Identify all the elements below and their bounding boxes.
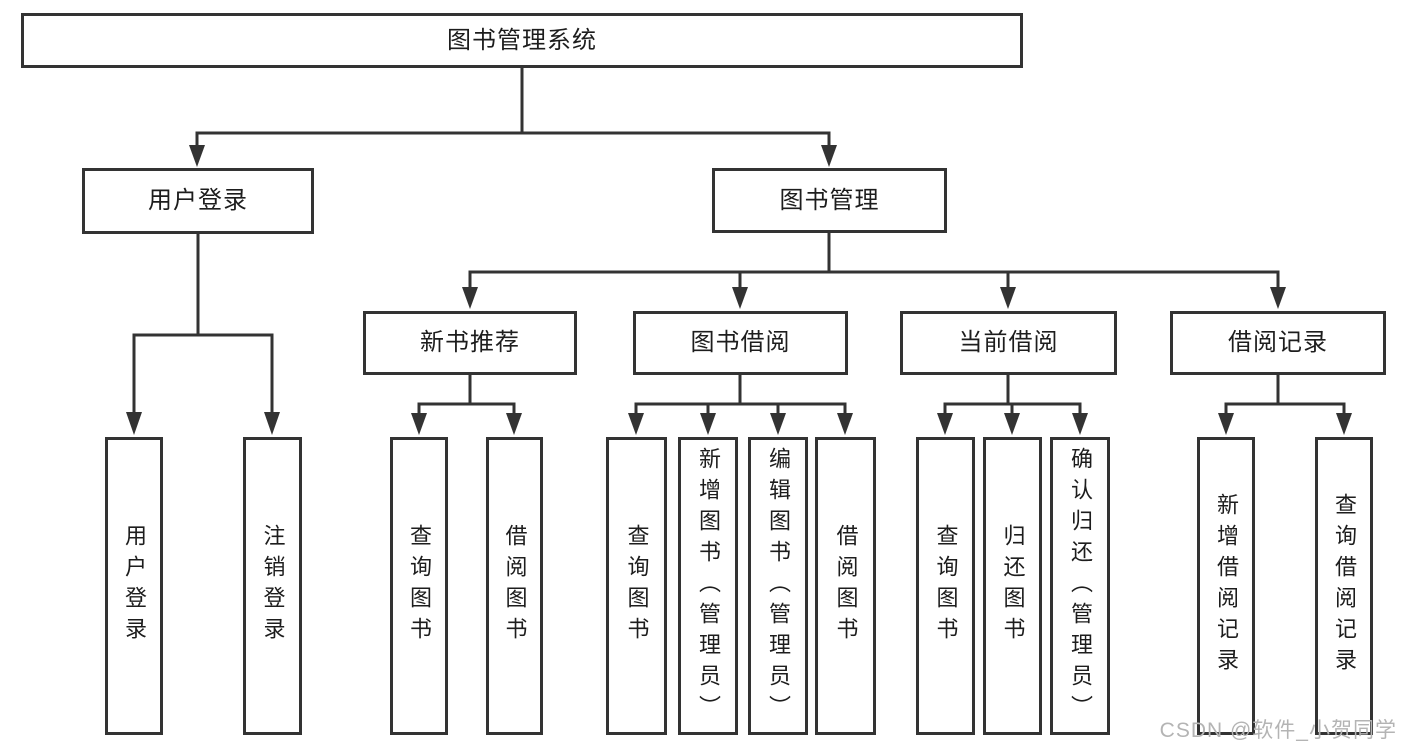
leaf-query-borrow-record: 查询借阅记录	[1315, 437, 1373, 735]
node-user-login: 用户登录	[82, 168, 314, 234]
leaf-query-books-current: 查询图书	[916, 437, 975, 735]
csdn-watermark: CSDN @软件_小贺同学	[1159, 719, 1397, 742]
leaf-edit-books-admin: 编辑图书（管理员）	[748, 437, 808, 735]
leaf-return-books: 归还图书	[983, 437, 1042, 735]
leaf-query-books-borrowing: 查询图书	[606, 437, 667, 735]
leaf-borrow-books-recommend: 借阅图书	[486, 437, 543, 735]
node-book-management: 图书管理	[712, 168, 947, 233]
leaf-confirm-return-admin: 确认归还（管理员）	[1050, 437, 1110, 735]
leaf-add-borrow-record: 新增借阅记录	[1197, 437, 1255, 735]
leaf-query-books-recommend: 查询图书	[390, 437, 448, 735]
node-borrowing-records: 借阅记录	[1170, 311, 1386, 375]
node-root-library-system: 图书管理系统	[21, 13, 1023, 68]
node-new-book-recommendation: 新书推荐	[363, 311, 577, 375]
node-book-borrowing: 图书借阅	[633, 311, 848, 375]
leaf-user-login: 用户登录	[105, 437, 163, 735]
leaf-logout: 注销登录	[243, 437, 302, 735]
node-current-borrowing: 当前借阅	[900, 311, 1117, 375]
leaf-borrow-books-borrowing: 借阅图书	[815, 437, 876, 735]
leaf-add-books-admin: 新增图书（管理员）	[678, 437, 738, 735]
